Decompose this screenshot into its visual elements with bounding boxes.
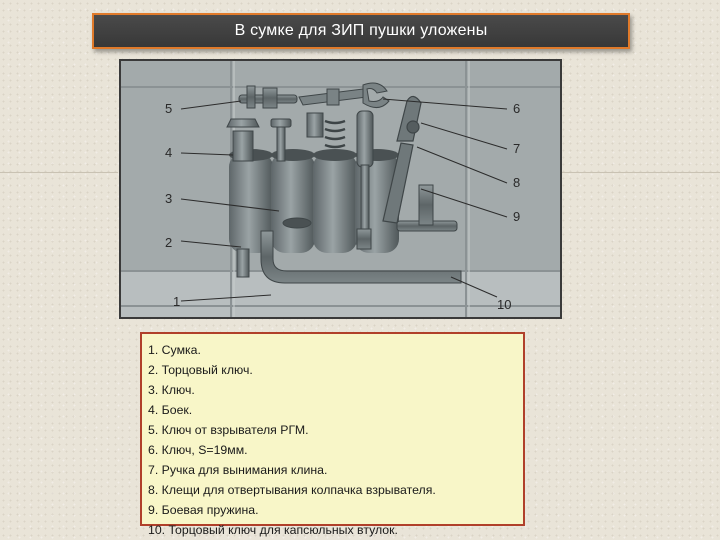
slide-title: В сумке для ЗИП пушки уложены [92,13,630,49]
legend-item-6: 6. Ключ, S=19мм. [148,443,248,457]
callout-7: 7 [513,141,520,156]
legend-box: 1. Сумка. 2. Торцовый ключ. 3. Ключ. 4. … [140,332,525,537]
zip-bag-illustration: 5 4 3 2 1 6 7 8 9 10 [119,59,562,319]
callout-4: 4 [165,145,172,160]
legend-item-4: 4. Боек. [148,403,193,417]
callout-6: 6 [513,101,520,116]
legend-item-2: 2. Торцовый ключ. [148,363,253,377]
callout-8: 8 [513,175,520,190]
decorative-line-left [0,172,118,173]
callout-5: 5 [165,101,172,116]
legend-item-1: 1. Сумка. [148,343,201,357]
legend-item-5: 5. Ключ от взрывателя РГМ. [148,423,309,437]
legend-item-8: 8. Клещи для отвертывания колпачка взрыв… [148,483,436,497]
callout-10: 10 [497,297,511,312]
legend-item-3: 3. Ключ. [148,383,195,397]
callout-9: 9 [513,209,520,224]
callout-2: 2 [165,235,172,250]
legend-item-7: 7. Ручка для вынимания клина. [148,463,328,477]
legend-item-10: 10. Торцовый ключ для капсюльных втулок. [148,523,398,537]
decorative-line-right [562,172,720,173]
callout-1: 1 [173,294,180,309]
legend-item-9: 9. Боевая пружина. [148,503,259,517]
callout-3: 3 [165,191,172,206]
